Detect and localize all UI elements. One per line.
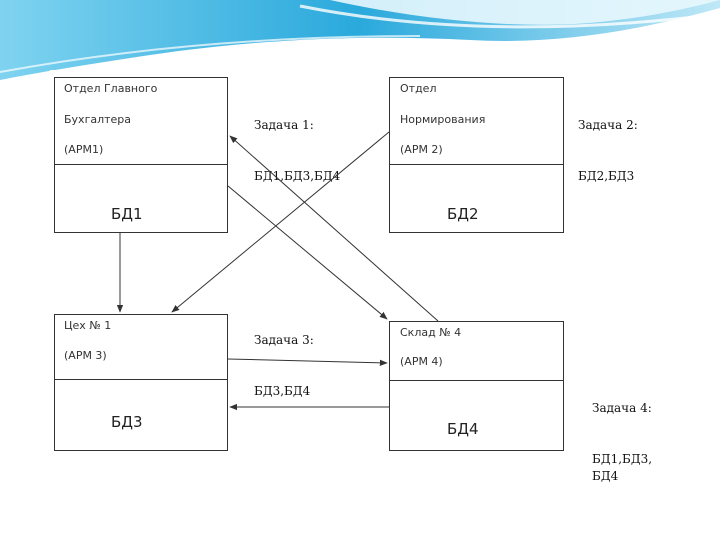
arm3-database-label: БД3 bbox=[111, 413, 143, 431]
arm1-database-label: БД1 bbox=[111, 205, 143, 223]
task3-label: Задача 3: БД3,БД4 bbox=[254, 298, 314, 417]
task4-title: Задача 4: bbox=[592, 400, 652, 417]
task4-databases: БД1,БД3, БД4 bbox=[592, 451, 652, 485]
task1-title: Задача 1: bbox=[254, 117, 340, 134]
task3-title: Задача 3: bbox=[254, 332, 314, 349]
arm2-database-label: БД2 bbox=[447, 205, 479, 223]
arm2-title-line2: Нормирования bbox=[400, 113, 485, 126]
task3-databases: БД3,БД4 bbox=[254, 383, 314, 400]
task2-title: Задача 2: bbox=[578, 117, 638, 134]
arm4-title-line2: (АРМ 4) bbox=[400, 355, 443, 368]
arm1-title-line2: Бухгалтера bbox=[64, 113, 131, 126]
task1-label: Задача 1: БД1,БД3,БД4 bbox=[254, 83, 340, 202]
task2-databases: БД2,БД3 bbox=[578, 168, 638, 185]
arm4-database-label: БД4 bbox=[447, 420, 479, 438]
task1-databases: БД1,БД3,БД4 bbox=[254, 168, 340, 185]
arm3-title-line1: Цех № 1 bbox=[64, 319, 111, 332]
task2-label: Задача 2: БД2,БД3 bbox=[578, 83, 638, 202]
task4-label: Задача 4: БД1,БД3, БД4 bbox=[592, 366, 652, 502]
arm1-title-line1: Отдел Главного bbox=[64, 82, 157, 95]
arm4-title-line1: Склад № 4 bbox=[400, 326, 461, 339]
arm2-title-line3: (АРМ 2) bbox=[400, 143, 443, 156]
arm3-title-line2: (АРМ 3) bbox=[64, 349, 107, 362]
arm2-title-line1: Отдел bbox=[400, 82, 436, 95]
arm1-title-line3: (АРМ1) bbox=[64, 143, 103, 156]
